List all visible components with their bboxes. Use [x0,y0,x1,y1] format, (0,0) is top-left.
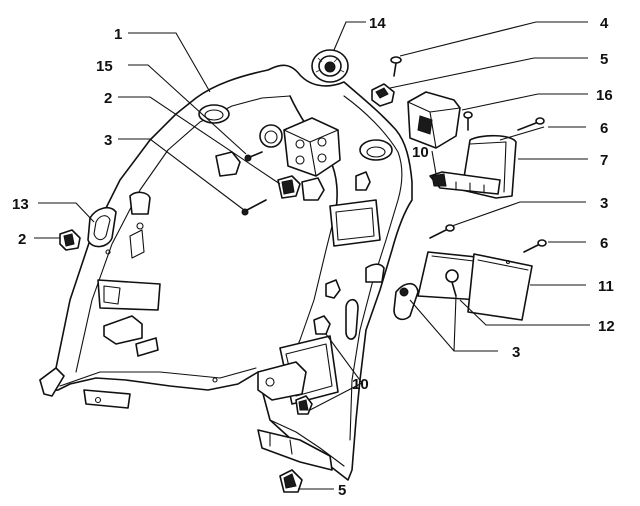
callout-labels: 1 14 4 15 5 2 16 3 6 10 7 13 3 2 6 11 12… [12,15,615,499]
bracket-10 [429,171,501,195]
callout-16: 16 [596,87,613,104]
callout-7: 7 [600,152,608,169]
callout-4: 4 [600,15,609,32]
callout-15: 15 [96,58,113,75]
spring-clip-top [371,83,395,107]
rubber-grommet [311,49,349,83]
callout-5-top: 5 [600,51,608,68]
screw-3-upper [241,199,267,216]
clip-10-b [295,395,313,415]
clip-2-upper [277,175,301,199]
screw-6-upper [517,117,545,131]
screw-15 [244,151,263,162]
callout-6-upper: 6 [600,120,608,137]
rubber-pad [407,91,461,149]
callout-3-lower: 3 [512,344,520,361]
callout-2-upper: 2 [104,90,112,107]
spring-clip-bottom [279,469,303,493]
callout-1: 1 [114,26,122,43]
clip-10-a [313,315,331,335]
callout-14: 14 [369,15,386,32]
callout-12: 12 [598,318,615,335]
panel-clips [215,151,371,299]
lid-panel-11 [467,253,533,321]
callout-10-lower: 10 [352,376,369,393]
leg-shield-panel [39,64,413,481]
side-grille-13 [87,206,117,248]
callout-11: 11 [598,278,614,295]
callout-2-left: 2 [18,231,26,248]
screw-6-lower [523,239,547,253]
screw-4 [390,56,402,77]
callout-3-upper: 3 [104,132,112,149]
callout-13: 13 [12,196,29,213]
callout-6-lower: 6 [600,235,608,252]
callout-5-bottom: 5 [338,482,346,499]
leader-lines [34,21,590,490]
screw-3-right [429,224,455,239]
callout-10-upper: 10 [412,144,429,161]
lock-knob-3 [393,269,459,321]
callout-3-right: 3 [600,195,608,212]
screw-16 [463,111,473,131]
clip-2-left [59,229,81,251]
